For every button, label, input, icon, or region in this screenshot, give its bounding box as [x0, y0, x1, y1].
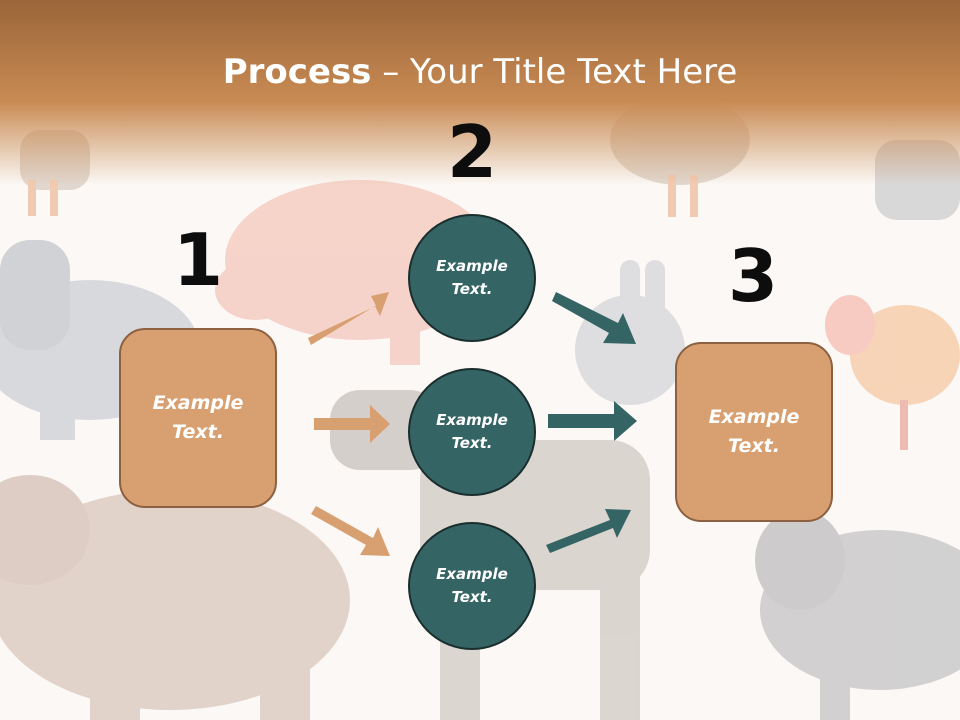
arrows-left	[308, 292, 390, 556]
step-box-3: Example Text.	[675, 342, 833, 522]
page-title: Process – Your Title Text Here	[0, 52, 960, 92]
arrow-down-right-2	[552, 292, 636, 344]
header-band	[0, 0, 960, 185]
arrows-right	[546, 292, 637, 553]
title-rest: – Your Title Text Here	[371, 52, 738, 92]
step-number-1: 1	[172, 218, 224, 302]
arrow-up-right-2	[546, 509, 631, 553]
step-box-3-label: Example Text.	[708, 406, 800, 457]
animal-silhouettes	[0, 95, 960, 720]
arrow-up-right	[308, 292, 389, 345]
step-box-1: Example Text.	[119, 328, 277, 508]
middle-node-2-label: Example Text.	[436, 411, 508, 452]
middle-node-3: Example Text.	[408, 522, 536, 650]
title-bold: Process	[222, 52, 372, 92]
arrow-right-right	[548, 401, 637, 441]
arrow-right-left	[314, 405, 390, 443]
step-number-3: 3	[727, 234, 779, 318]
middle-node-3-label: Example Text.	[436, 565, 508, 606]
step-box-1-label: Example Text.	[152, 392, 244, 443]
middle-node-1: Example Text.	[408, 214, 536, 342]
middle-node-2: Example Text.	[408, 368, 536, 496]
arrow-down-right	[311, 506, 390, 556]
step-number-2: 2	[446, 110, 498, 194]
middle-node-1-label: Example Text.	[436, 257, 508, 298]
